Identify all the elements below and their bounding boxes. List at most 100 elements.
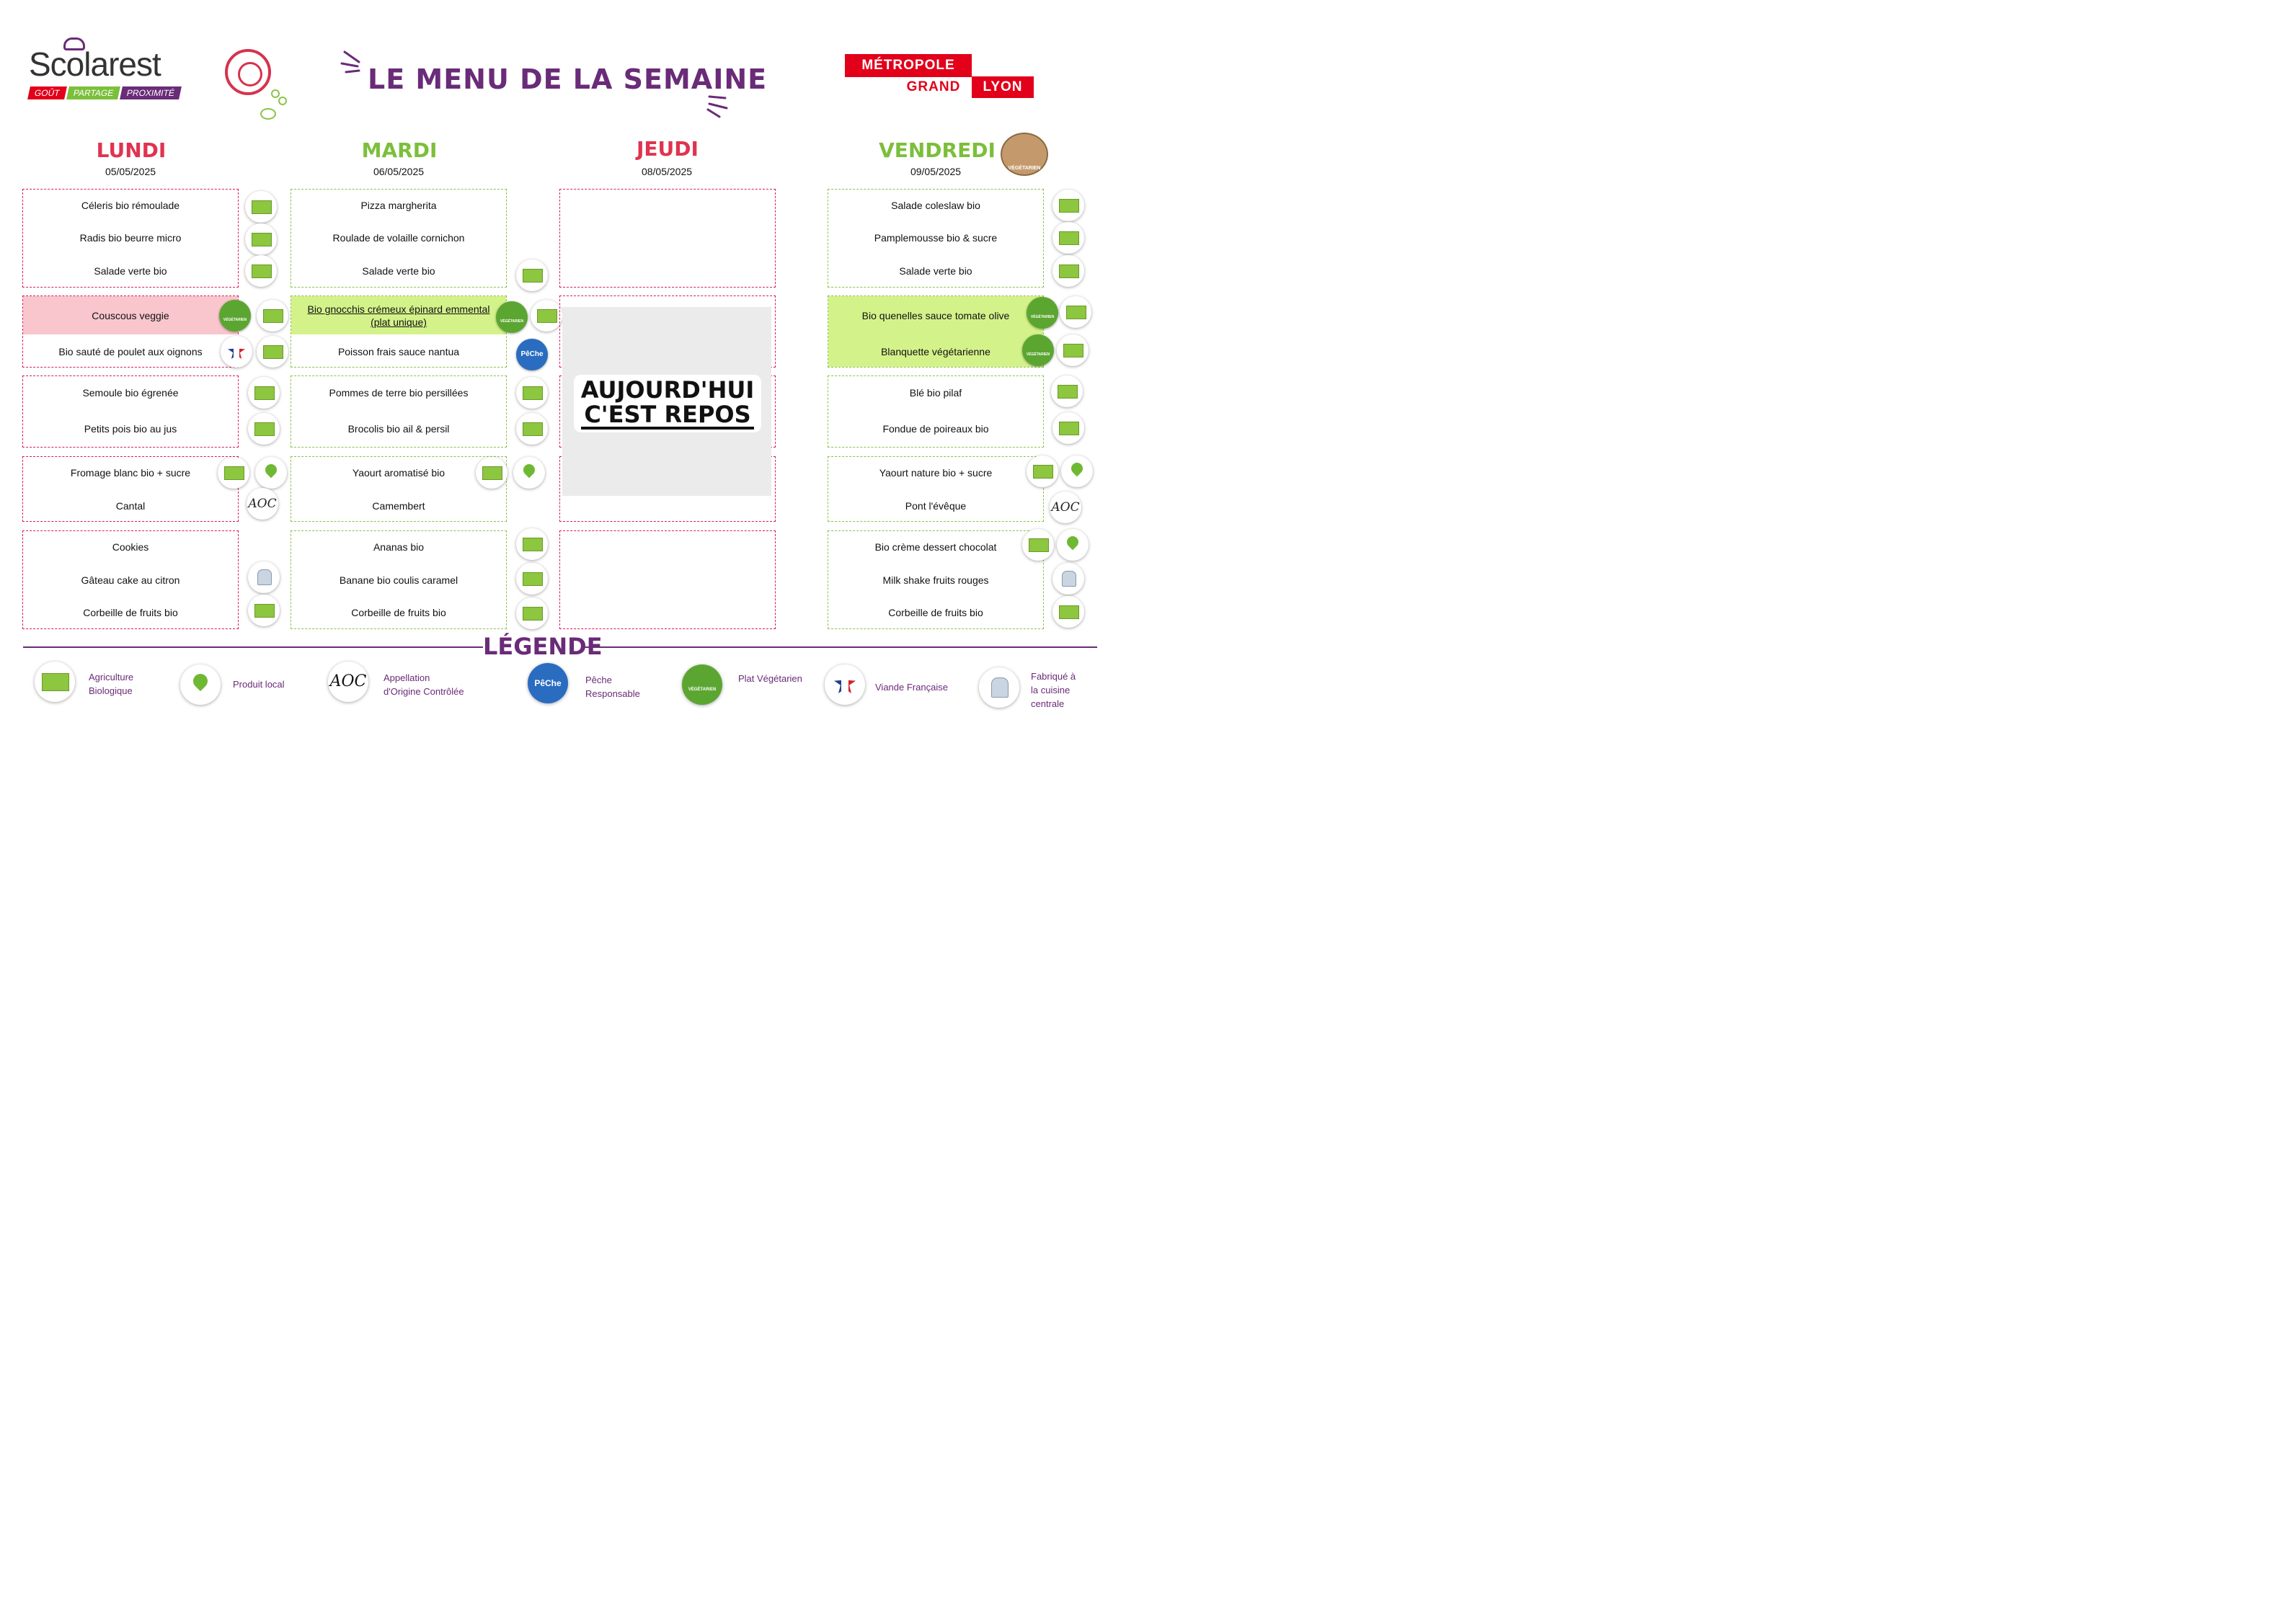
- organic-label-icon: [1057, 334, 1089, 366]
- organic-label-icon: [1052, 412, 1084, 444]
- tuesday-sides-box: [291, 375, 507, 448]
- local-pin-icon: [180, 664, 221, 705]
- legend-text: Agriculture: [89, 672, 134, 682]
- friday-desserts-box: [828, 530, 1044, 629]
- tagline-taste: GOÛT: [27, 86, 67, 99]
- thursday-starters-box: [559, 189, 776, 288]
- monday-dairy-box: [22, 456, 239, 522]
- organic-label-icon: [248, 377, 280, 409]
- menu-item: (plat unique): [371, 316, 427, 328]
- day-date-thursday: 08/05/2025: [641, 166, 693, 177]
- organic-label-icon: [1052, 255, 1084, 287]
- vegetarian-day-badge: VÉGÉTARIEN: [1001, 133, 1048, 176]
- menu-item: Salade verte bio: [94, 265, 167, 277]
- aoc-icon: AOC: [247, 488, 278, 520]
- day-name-tuesday: MARDI: [361, 138, 438, 162]
- organic-label-icon: [1027, 455, 1058, 487]
- friday-dairy-box: [828, 456, 1044, 522]
- organic-label-icon: [1052, 596, 1084, 628]
- legend-text: Viande Française: [875, 682, 948, 693]
- organic-label-icon: [1022, 529, 1054, 561]
- closed-line-1: AUJOURD'HUI: [580, 376, 755, 404]
- menu-item: Brocolis bio ail & persil: [347, 423, 450, 435]
- responsible-fishing-icon: PêChe: [516, 339, 548, 370]
- monday-starters-box: [22, 189, 239, 288]
- menu-item: Yaourt nature bio + sucre: [879, 467, 993, 479]
- organic-label-icon: [245, 223, 277, 255]
- friday-mains-box: [828, 295, 1044, 368]
- legend-text: la cuisine: [1031, 685, 1071, 695]
- legend-text: centrale: [1031, 698, 1065, 709]
- vegetarian-icon: [682, 664, 722, 705]
- day-name-thursday: JEUDI: [637, 137, 699, 161]
- menu-item: Yaourt aromatisé bio: [352, 467, 446, 479]
- menu-item: Banane bio coulis caramel: [339, 574, 458, 586]
- legend-text: Produit local: [233, 679, 285, 690]
- local-pin-icon: [1061, 455, 1093, 487]
- organic-label-icon: [218, 457, 249, 489]
- menu-item: Blé bio pilaf: [909, 387, 962, 399]
- menu-item: Pont l'évêque: [905, 500, 967, 512]
- highlight-vegetarian: [828, 296, 1043, 367]
- legend-text: Pêche: [585, 675, 612, 685]
- menu-item: Bio gnocchis crémeux épinard emmental: [307, 303, 490, 315]
- aoc-icon: AOC: [1050, 492, 1081, 523]
- chef-hat-icon: [248, 561, 280, 593]
- legend-text: Appellation: [384, 672, 430, 683]
- menu-item: Radis bio beurre micro: [79, 232, 182, 244]
- highlight-vegetarian: [23, 296, 238, 334]
- organic-label-icon: [245, 255, 277, 287]
- brand-logo: Scolarest: [29, 45, 161, 83]
- closed-day-message: AUJOURD'HUI C'EST REPOS: [569, 375, 766, 432]
- menu-item: Fromage blanc bio + sucre: [70, 467, 191, 479]
- menu-item: Bio crème dessert chocolat: [874, 541, 997, 553]
- organic-label-icon: [516, 528, 548, 560]
- organic-label-icon: [245, 191, 277, 223]
- chef-hat-icon: [979, 667, 1019, 708]
- menu-item: Céleris bio rémoulade: [81, 200, 180, 211]
- organic-label-icon: [516, 259, 548, 291]
- organic-label-icon: [1052, 190, 1084, 221]
- tagline-sharing: PARTAGE: [66, 86, 120, 99]
- menu-item: Pizza margherita: [360, 200, 437, 211]
- partner-logo-line1: MÉTROPOLE: [845, 54, 972, 77]
- aoc-icon: AOC: [328, 662, 368, 702]
- legend-text: Fabriqué à: [1031, 671, 1076, 682]
- legend-label-organic: Agriculture Biologique: [89, 670, 133, 698]
- menu-item: Roulade de volaille cornichon: [332, 232, 465, 244]
- menu-item: Fondue de poireaux bio: [882, 423, 989, 435]
- menu-item: Ananas bio: [373, 541, 425, 553]
- partner-logo-line2: GRAND: [906, 79, 961, 94]
- friday-sides-box: [828, 375, 1044, 448]
- legend-label-vegetarian: Plat Végétarien: [738, 672, 802, 685]
- menu-item: Gâteau cake au citron: [81, 574, 180, 586]
- legend-label-meat: Viande Française: [875, 680, 948, 694]
- organic-label-icon: [257, 336, 288, 368]
- vegetarian-icon: [219, 300, 251, 332]
- menu-item: Salade verte bio: [362, 265, 435, 277]
- menu-item: Bio sauté de poulet aux oignons: [58, 346, 203, 357]
- closed-line-2: C'EST REPOS: [580, 402, 755, 430]
- chef-hat-icon: [1052, 563, 1084, 595]
- legend-label-local: Produit local: [233, 677, 285, 691]
- menu-item: Couscous veggie: [92, 310, 169, 321]
- tuesday-dairy-box: [291, 456, 507, 522]
- menu-item: Salade verte bio: [899, 265, 972, 277]
- vegetarian-icon: [496, 301, 528, 333]
- tagline-proximity: PROXIMITÉ: [120, 86, 182, 99]
- monday-desserts-box: [22, 530, 239, 629]
- menu-item: Bio quenelles sauce tomate olive: [861, 310, 1010, 321]
- organic-label-icon: [1060, 296, 1091, 328]
- vegetarian-icon: [1027, 297, 1058, 329]
- brand-tagline: GOÛT PARTAGE PROXIMITÉ: [27, 86, 182, 99]
- local-pin-icon: [1057, 529, 1089, 561]
- local-pin-icon: [513, 457, 545, 489]
- organic-label-icon: [516, 563, 548, 595]
- menu-item: Cookies: [112, 541, 149, 553]
- day-date-monday: 05/05/2025: [105, 166, 156, 177]
- bubbles-decoration: [260, 89, 287, 120]
- tuesday-desserts-box: [291, 530, 507, 629]
- monday-sides-box: [22, 375, 239, 448]
- legend-label-central-kitchen: Fabriqué à la cuisine centrale: [1031, 670, 1076, 711]
- menu-item: Poisson frais sauce nantua: [337, 346, 460, 357]
